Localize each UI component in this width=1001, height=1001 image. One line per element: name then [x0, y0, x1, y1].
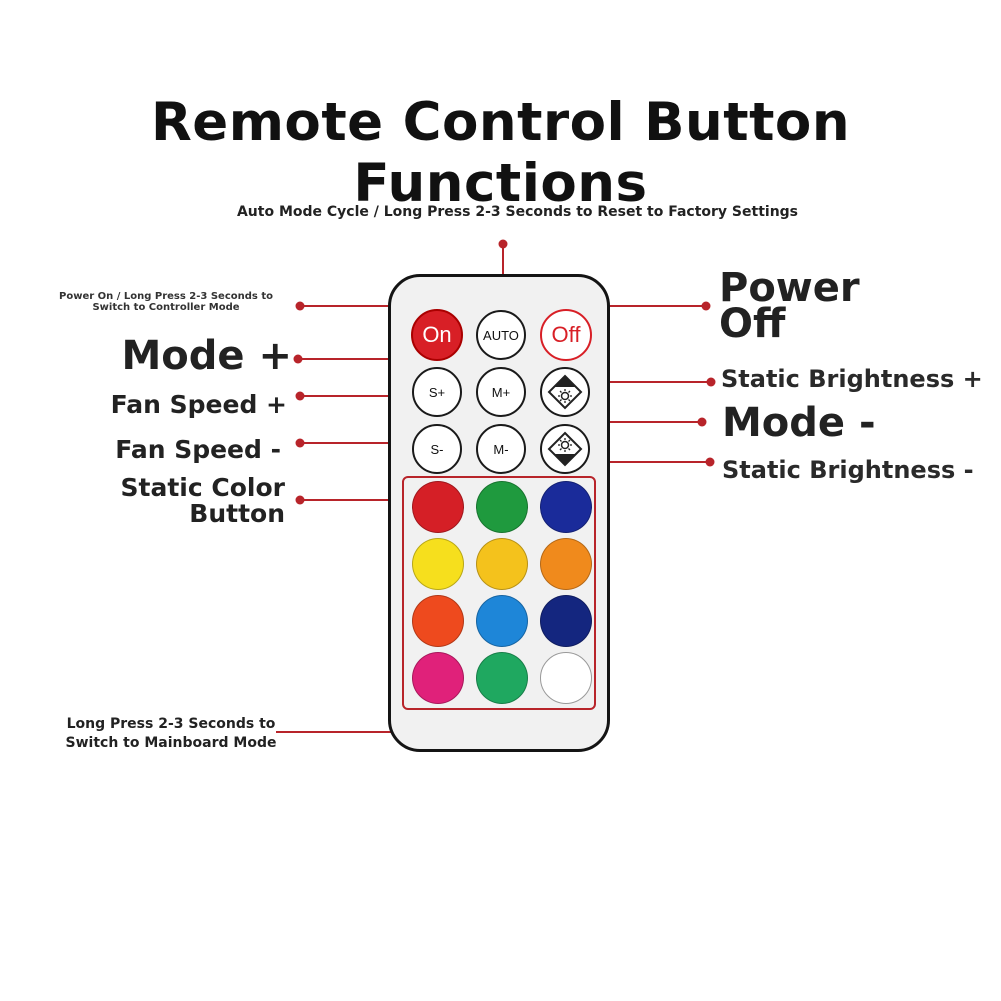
page-title: Remote Control Button Functions [150, 92, 851, 214]
color-button[interactable] [412, 595, 464, 647]
power-on-label: Power On / Long Press 2-3 Seconds to Swi… [59, 291, 273, 313]
mode-minus-button[interactable]: M- [476, 424, 526, 474]
brightness-down-icon [547, 431, 583, 467]
color-button[interactable] [476, 595, 528, 647]
auto-button[interactable]: AUTO [476, 310, 526, 360]
mainboard-mode-label: Long Press 2-3 Seconds to Switch to Main… [65, 716, 277, 751]
color-button[interactable] [540, 481, 592, 533]
color-button[interactable] [412, 538, 464, 590]
connector-dots [293, 239, 716, 505]
color-button[interactable] [412, 652, 464, 704]
color-button[interactable] [540, 595, 592, 647]
color-button[interactable] [476, 652, 528, 704]
brightness-up-icon [547, 374, 583, 410]
color-button[interactable] [540, 538, 592, 590]
on-button[interactable]: On [411, 309, 463, 361]
color-button[interactable] [412, 481, 464, 533]
color-button[interactable] [476, 481, 528, 533]
fan-speed-minus-label: Fan Speed - [115, 435, 281, 464]
auto-mode-label: Auto Mode Cycle / Long Press 2-3 Seconds… [236, 204, 799, 220]
mode-plus-label: Mode + [121, 333, 293, 379]
mode-plus-button[interactable]: M+ [476, 367, 526, 417]
power-off-label: Power Off [719, 265, 860, 347]
static-brightness-plus-label: Static Brightness + [721, 365, 983, 393]
off-button[interactable]: Off [540, 309, 592, 361]
static-brightness-minus-label: Static Brightness - [722, 456, 974, 484]
color-button[interactable] [476, 538, 528, 590]
static-color-label: Static Color Button [120, 473, 285, 528]
color-button[interactable] [540, 652, 592, 704]
fan-speed-minus-button[interactable]: S- [412, 424, 462, 474]
fan-speed-plus-label: Fan Speed + [110, 390, 287, 419]
static-color-group [402, 476, 596, 710]
mode-minus-label: Mode - [722, 400, 876, 446]
brightness-plus-button[interactable] [540, 367, 590, 417]
brightness-minus-button[interactable] [540, 424, 590, 474]
fan-speed-plus-button[interactable]: S+ [412, 367, 462, 417]
